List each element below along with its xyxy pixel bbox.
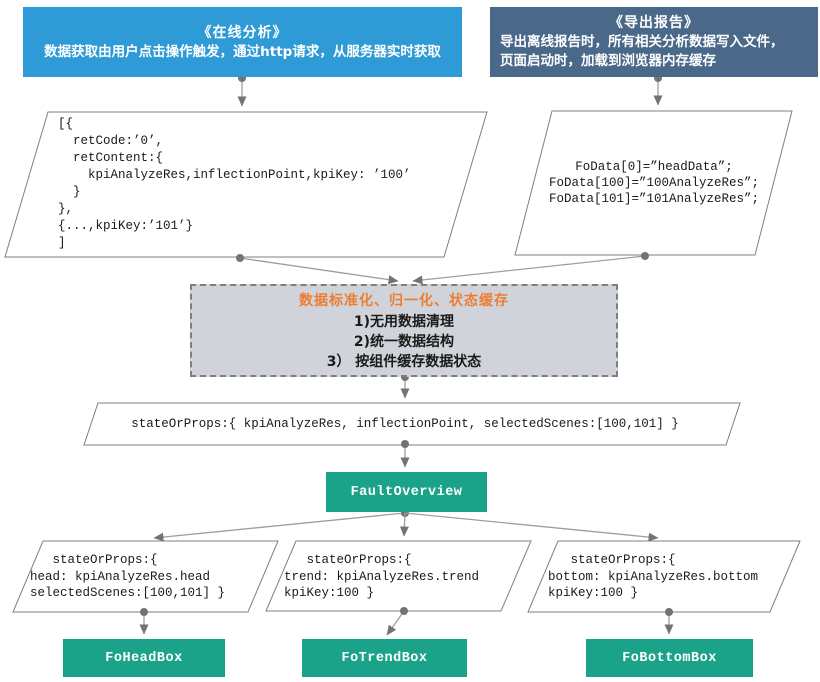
normalize-item-1: 1)无用数据清理 [353, 313, 455, 330]
export-report-box: 《导出报告》 导出离线报告时，所有相关分析数据写入文件， 页面启动时，加载到浏览… [490, 7, 818, 77]
export-data-parallelogram [514, 110, 793, 256]
trend-props-parallelogram [265, 540, 532, 612]
head-props-text: stateOrProps:{ head: kpiAnalyzeRes.head … [30, 553, 226, 600]
online-response-code: [{ retCode:’0’, retContent:{ kpiAnalyzeR… [58, 117, 411, 250]
connector-faultoverview-to-bottomprops [404, 512, 659, 542]
connector-faultoverview-to-trendprops [399, 512, 409, 537]
online-analysis-title: 《在线分析》 [197, 24, 288, 41]
fo-bottom-box: FoBottomBox [586, 639, 753, 677]
online-analysis-box: 《在线分析》 数据获取由用户点击操作触发，通过http请求，从服务器实时获取 [23, 7, 462, 77]
state-props-text: stateOrProps:{ kpiAnalyzeRes, inflection… [131, 416, 679, 431]
connector-trendprops-to-fotrendbox [386, 607, 408, 636]
fo-head-box: FoHeadBox [63, 639, 225, 677]
connector-faultoverview-to-headprops [153, 509, 409, 542]
normalize-item-3: 3） 按组件缓存数据状态 [326, 353, 482, 370]
bottom-props-text: stateOrProps:{ bottom: kpiAnalyzeRes.bot… [548, 553, 759, 600]
normalize-title: 数据标准化、归一化、状态缓存 [299, 292, 509, 309]
fault-overview-box: FaultOverview [326, 472, 487, 512]
connector-data-to-normalize [412, 252, 649, 285]
online-analysis-body: 数据获取由用户点击操作触发，通过http请求，从服务器实时获取 [44, 43, 441, 60]
bottom-props-parallelogram [527, 540, 801, 613]
export-report-body: 导出离线报告时，所有相关分析数据写入文件， 页面启动时，加载到浏览器内存缓存 [500, 34, 784, 69]
fo-trend-box: FoTrendBox [302, 639, 467, 677]
export-report-title: 《导出报告》 [609, 15, 699, 31]
export-data-code: FoData[0]=”headData”; FoData[100]=”100An… [548, 160, 760, 206]
normalize-box: 数据标准化、归一化、状态缓存 1)无用数据清理 2)统一数据结构 3） 按组件缓… [190, 284, 618, 377]
trend-props-text: stateOrProps:{ trend: kpiAnalyzeRes.tren… [284, 553, 480, 600]
state-props-parallelogram [83, 402, 741, 446]
connector-response-to-normalize [236, 254, 399, 285]
normalize-item-2: 2)统一数据结构 [353, 333, 455, 350]
